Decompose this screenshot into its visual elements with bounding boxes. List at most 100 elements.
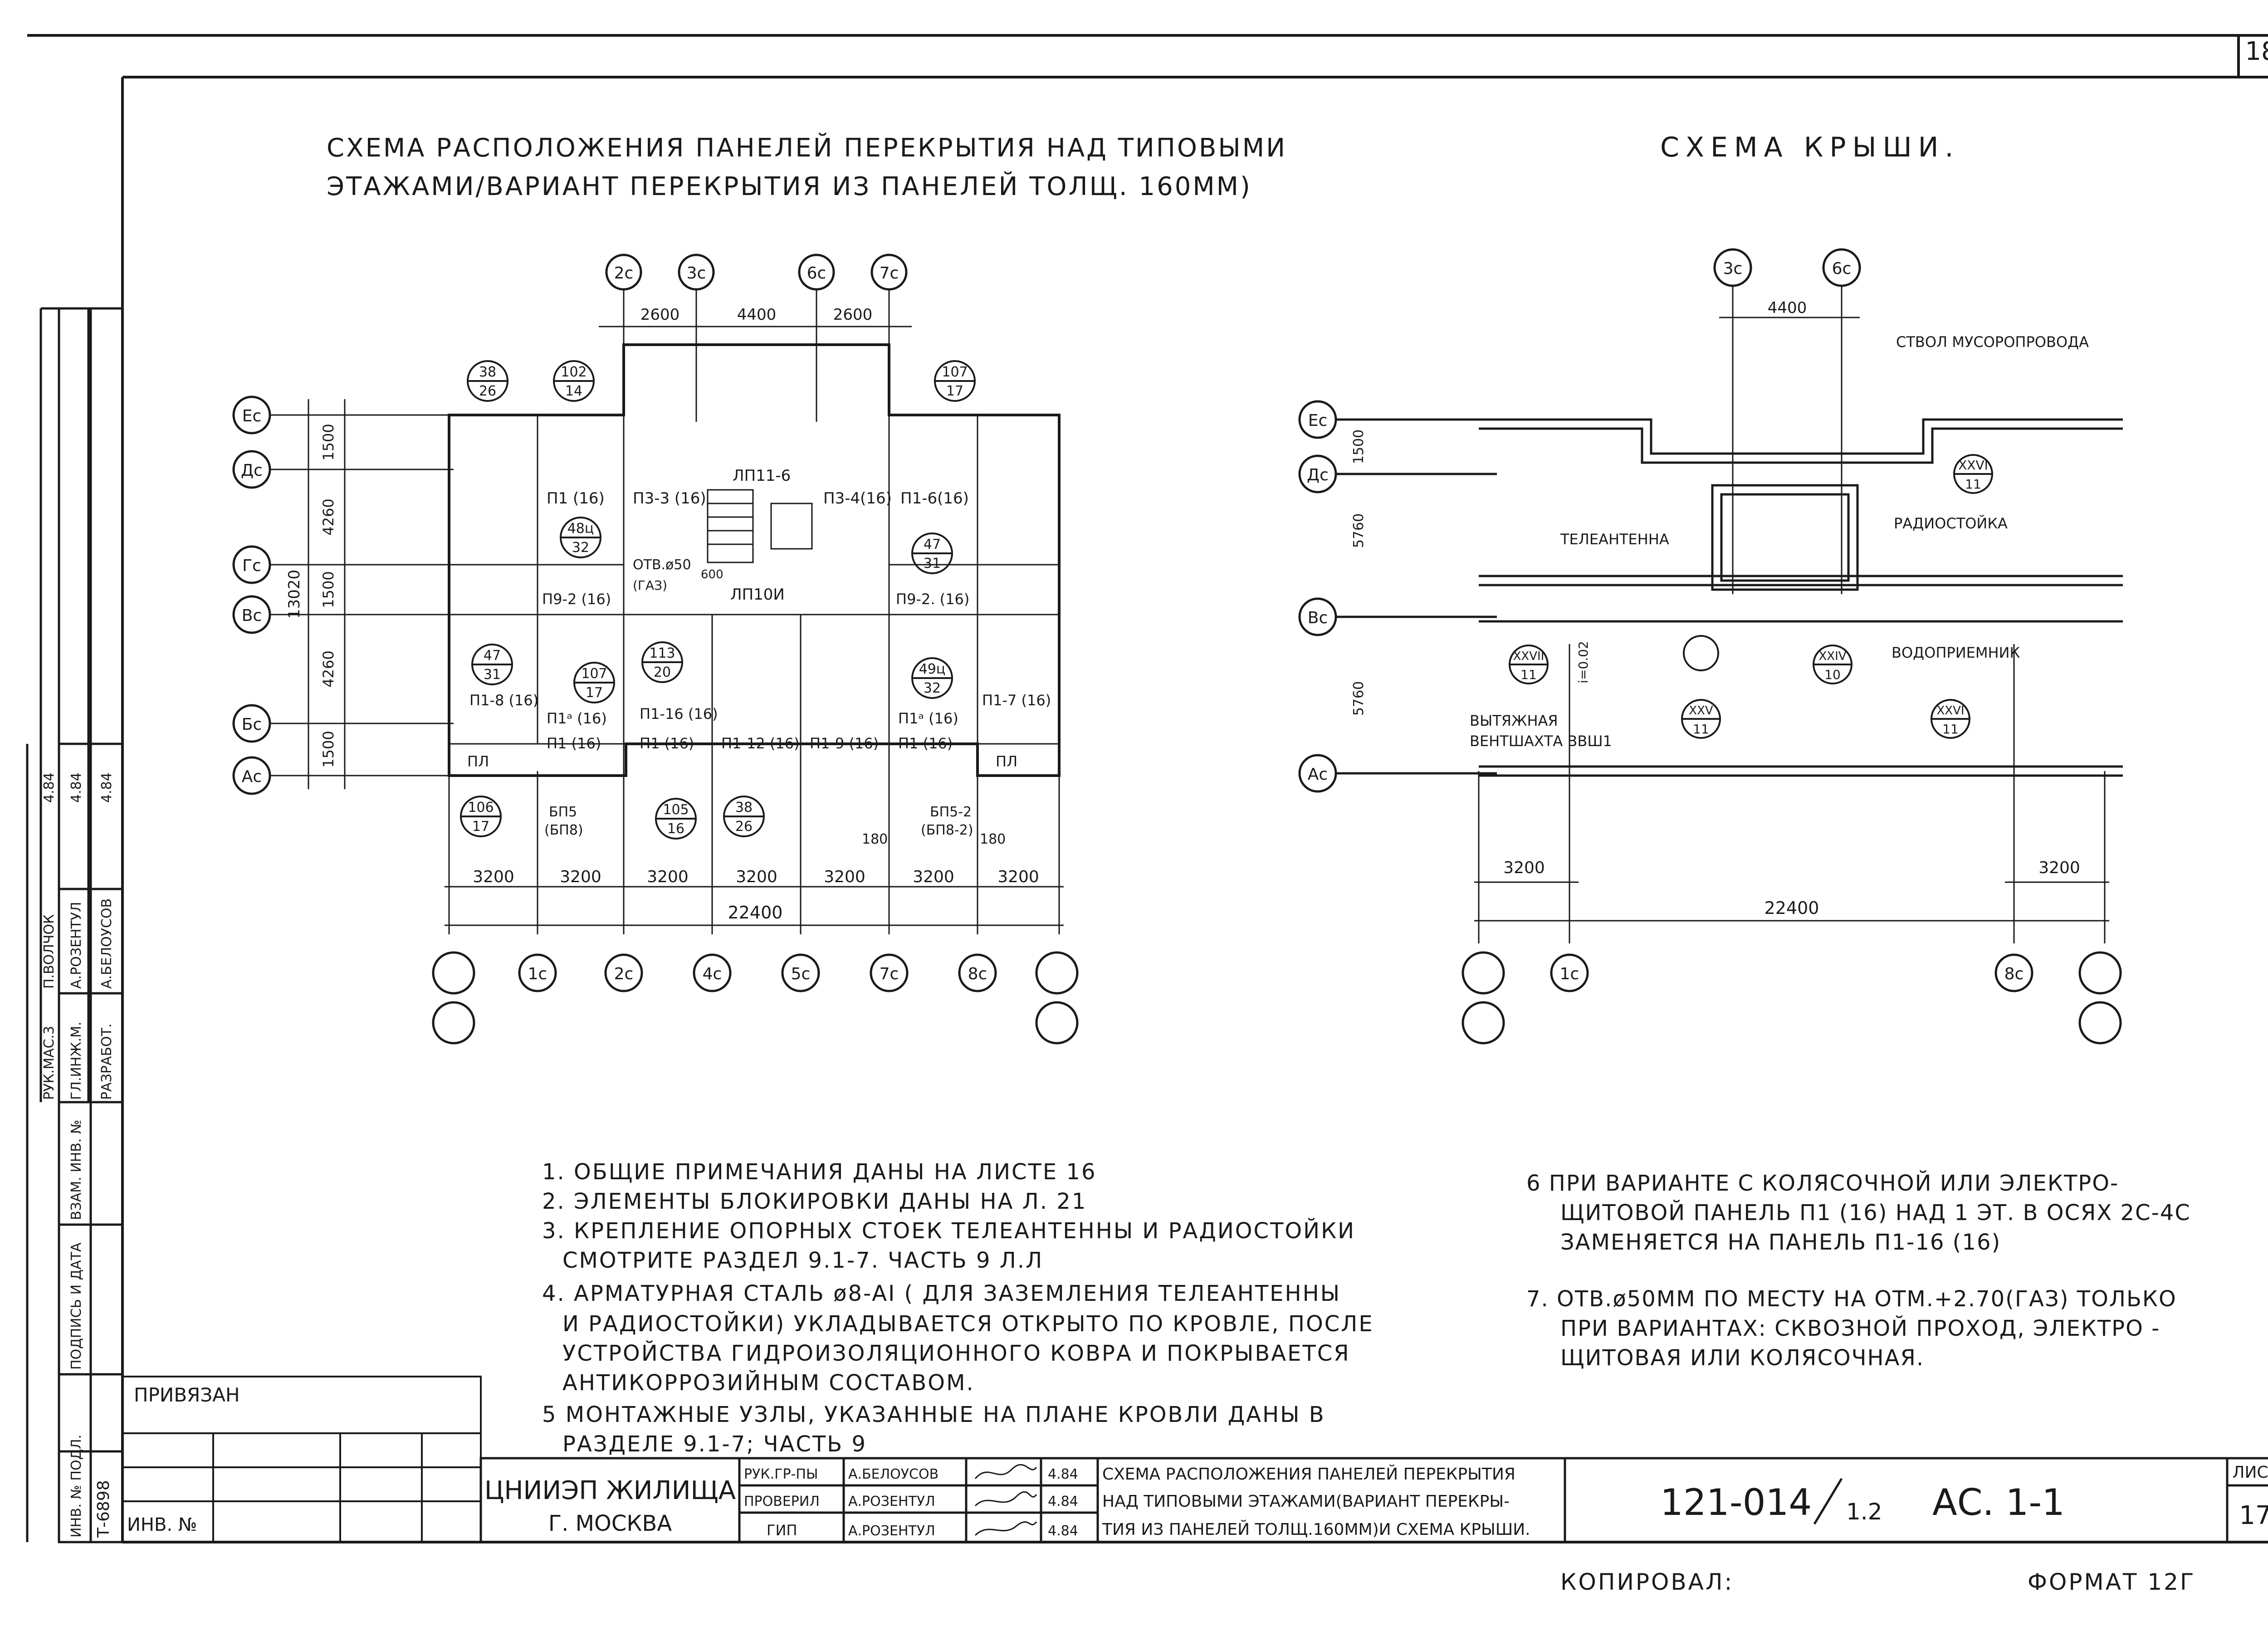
stamp-date: 4.84 [68, 772, 84, 803]
roof-callout-top: XXVI [1958, 458, 1988, 473]
note-line: УСТРОЙСТВА ГИДРОИЗОЛЯЦИОННОГО КОВРА И ПО… [562, 1340, 1350, 1366]
roof-axis-left-Ec: Ес [1308, 411, 1328, 430]
panel-label: ПЛ [996, 753, 1017, 770]
panel-label: П1 (16) [547, 735, 601, 752]
plan-bottom-axes: 1с 2с 4с 5с 7с 8с [432, 951, 1079, 1045]
panel-label: П3-4(16) [823, 489, 892, 508]
callout-top: 105 [663, 802, 689, 818]
panel-label: БП5-2 [930, 804, 972, 820]
note-line: 1. ОБЩИЕ ПРИМЕЧАНИЯ ДАНЫ НА ЛИСТЕ 16 [542, 1159, 1097, 1185]
privyazan-label: ПРИВЯЗАН [134, 1384, 240, 1406]
callout-top: 38 [479, 364, 496, 380]
plan-callout-text: 38 26 102 14 107 17 48ц 32 47 31 47 31 1… [468, 364, 968, 837]
roof-dim-top: 4400 [1768, 299, 1807, 317]
sheet-label: ЛИСТ [2232, 1463, 2268, 1482]
roof-axis-left-Ac: Ас [1308, 765, 1328, 784]
notes-right: 6 ПРИ ВАРИАНТЕ С КОЛЯСОЧНОЙ ИЛИ ЭЛЕКТРО-… [1526, 1170, 2190, 1371]
callout-bottom: 26 [479, 383, 496, 399]
stamp-name: П.ВОЛЧОК [41, 914, 57, 989]
role-label: ГИП [767, 1522, 797, 1539]
roof-callout-top: XXVI [1936, 704, 1964, 718]
plan-dim-small-2: 180 [980, 831, 1006, 847]
roof-callout-top: XXVII [1513, 650, 1545, 663]
stamp-name: А.РОЗЕНТУЛ [68, 902, 84, 989]
copied-label: КОПИРОВАЛ: [1560, 1569, 1734, 1595]
plan-dim-bottom: 3200 [824, 868, 865, 886]
callout-top: 102 [561, 364, 587, 380]
plan-axis-bottom-2c: 2с [614, 965, 634, 983]
side-stamp: РУК.МАС.3 ГЛ.ИНЖ.М. РАЗРАБОТ. П.ВОЛЧОК А… [26, 307, 124, 1543]
plan-dim-top-2: 4400 [737, 306, 777, 324]
sheet-number: 17 [2239, 1501, 2268, 1530]
desc-line3: ТИЯ ИЗ ПАНЕЛЕЙ ТОЛЩ.160ММ)И СХЕМА КРЫШИ. [1102, 1520, 1530, 1539]
plan-dim-bottom: 3200 [913, 868, 954, 886]
callout-top: 38 [735, 800, 753, 816]
callout-bottom: 31 [484, 667, 501, 683]
roof-label: ТЕЛЕАНТЕННА [1560, 531, 1669, 548]
plan-stair [707, 489, 813, 563]
callout-top: 106 [468, 800, 494, 816]
plan-axis-bottom-1c: 1с [528, 965, 547, 983]
callout-top: 48ц [567, 521, 594, 537]
panel-label: (ГАЗ) [633, 578, 667, 593]
plan-axis-left-Ac: Ас [242, 767, 262, 786]
roof-callout-top: XXIV [1818, 650, 1846, 663]
plan-axis-top-2c: 2с [614, 264, 634, 283]
panel-label: П1 (16) [640, 735, 694, 752]
org-line2: Г. МОСКВА [548, 1511, 672, 1536]
plan-dim-small-1: 180 [862, 831, 888, 847]
plan-axis-top-7c: 7с [880, 264, 899, 283]
format-label: ФОРМАТ 12Г [2028, 1569, 2195, 1595]
callout-bottom: 32 [924, 680, 941, 696]
plan-dim-bottom: 3200 [473, 868, 514, 886]
plan-dim-bottom: 3200 [736, 868, 777, 886]
plan-building-outline [448, 343, 1061, 777]
roof-label: ВЫТЯЖНАЯ [1470, 712, 1558, 729]
panel-label: П1ᵃ (16) [898, 710, 958, 727]
roof-callout-bottom: 11 [1520, 667, 1537, 682]
floor-plan-title: СХЕМА РАСПОЛОЖЕНИЯ ПАНЕЛЕЙ ПЕРЕКРЫТИЯ НА… [327, 133, 1285, 201]
plan-dim-bottom: 3200 [560, 868, 601, 886]
signature-marks [974, 1464, 1037, 1536]
note-line: 3. КРЕПЛЕНИЕ ОПОРНЫХ СТОЕК ТЕЛЕАНТЕННЫ И… [542, 1218, 1355, 1244]
panel-label: БП5 [549, 804, 577, 820]
notes-left: 1. ОБЩИЕ ПРИМЕЧАНИЯ ДАНЫ НА ЛИСТЕ 16 2. … [542, 1159, 1374, 1457]
plan-dim-bottom: 3200 [997, 868, 1039, 886]
roof-slope: i=0.02 [1576, 641, 1591, 684]
stamp-role: ГЛ.ИНЖ.М. [68, 1021, 84, 1100]
panel-label: (БП8) [544, 822, 583, 838]
roof-callout-bottom: 11 [1942, 722, 1959, 737]
plan-dim-left-2: 4260 [320, 498, 337, 535]
plan-axis-bottom-4c: 4с [703, 965, 722, 983]
top-sheet-number: 18 [2245, 37, 2268, 66]
plan-axis-top-6c: 6с [807, 264, 826, 283]
roof-plan: 3с 6с 4400 Ес Дс Вс Ас 1500 5760 5760 [1298, 248, 2123, 1045]
plan-axis-left-Ec: Ес [242, 407, 262, 425]
panel-label: ЛП10И [730, 586, 785, 604]
callout-bottom: 17 [472, 819, 489, 835]
roof-label: ВОДОПРИЕМНИК [1892, 644, 2020, 661]
plan-axis-bottom-8c: 8с [968, 965, 987, 983]
roof-dim-total: 22400 [1765, 898, 1819, 918]
roof-dim-bottom: 3200 [1503, 859, 1545, 877]
plan-dim-left-5: 1500 [320, 731, 337, 767]
stamp-date: 4.84 [99, 772, 115, 803]
plan-dim-total-bottom: 22400 [728, 903, 783, 923]
title-block: ЦНИИЭП ЖИЛИЩА Г. МОСКВА РУК.ГР-ПЫ ПРОВЕР… [479, 1457, 2268, 1543]
roof-callout-bottom: 11 [1965, 477, 1981, 492]
plan-axis-bottom-7c: 7с [880, 965, 899, 983]
stamp-name: А.БЕЛОУСОВ [99, 899, 115, 989]
roof-axis-bottom-8c: 8с [2004, 965, 2024, 983]
floor-plan: 2с 3с 6с 7с 2600 4400 2600 Ес Дс [232, 254, 1079, 1045]
roof-axis-top-6c: 6с [1832, 259, 1852, 278]
note-line: 2. ЭЛЕМЕНТЫ БЛОКИРОВКИ ДАНЫ НА Л. 21 [542, 1189, 1087, 1214]
stamp-inv-number: Т-6898 [94, 1480, 113, 1538]
desc-line2: НАД ТИПОВЫМИ ЭТАЖАМИ(ВАРИАНТ ПЕРЕКРЫ- [1102, 1492, 1510, 1511]
panel-label: П1-12 (16) [721, 735, 800, 752]
plan-top-axes: 2с 3с 6с 7с 2600 4400 2600 [599, 254, 912, 422]
roof-axis-top-3c: 3с [1723, 259, 1743, 278]
note-line: И РАДИОСТОЙКИ) УКЛАДЫВАЕТСЯ ОТКРЫТО ПО К… [562, 1311, 1374, 1337]
stamp-role: РУК.МАС.3 [41, 1026, 57, 1100]
callout-bottom: 31 [924, 556, 941, 571]
plan-dim-top-1: 2600 [640, 306, 680, 324]
